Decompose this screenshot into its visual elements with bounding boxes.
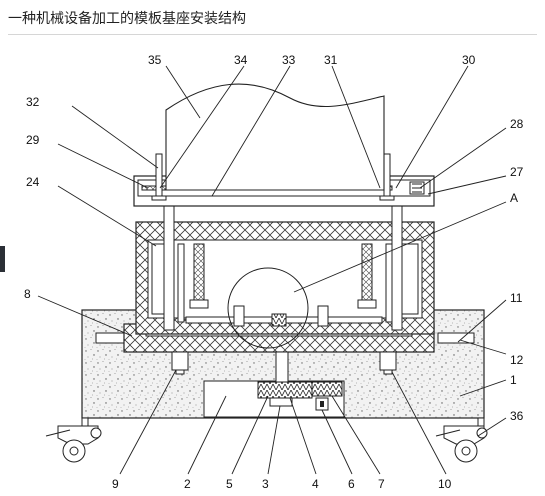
central-shaft — [275, 351, 289, 383]
label-2: 2 — [184, 477, 191, 491]
label-12: 12 — [510, 353, 524, 367]
part-labels: 35 34 33 31 30 32 28 29 27 24 A 8 11 12 … — [24, 53, 524, 491]
label-7: 7 — [378, 477, 385, 491]
caster-wheel-right — [435, 425, 488, 463]
springs — [189, 243, 377, 309]
label-1: 1 — [510, 373, 517, 387]
label-6: 6 — [348, 477, 355, 491]
label-10: 10 — [438, 477, 452, 491]
label-9: 9 — [112, 477, 119, 491]
label-32: 32 — [26, 95, 40, 109]
label-A: A — [510, 191, 518, 205]
label-28: 28 — [510, 117, 524, 131]
lead-screw — [185, 267, 383, 349]
label-35: 35 — [148, 53, 162, 67]
label-3: 3 — [262, 477, 269, 491]
label-31: 31 — [324, 53, 338, 67]
label-33: 33 — [282, 53, 296, 67]
label-30: 30 — [462, 53, 476, 67]
title-divider — [8, 34, 537, 35]
label-27: 27 — [510, 165, 524, 179]
page-title: 一种机械设备加工的模板基座安装结构 — [8, 11, 246, 27]
leader-lines — [37, 65, 507, 475]
caster-wheel-left — [45, 425, 102, 463]
label-5: 5 — [226, 477, 233, 491]
side-scroll-handle[interactable] — [0, 246, 5, 272]
gear-assembly — [257, 381, 343, 411]
label-4: 4 — [312, 477, 319, 491]
leg-posts — [81, 417, 485, 429]
label-8: 8 — [24, 287, 31, 301]
label-11: 11 — [510, 291, 523, 305]
label-34: 34 — [234, 53, 248, 67]
label-36: 36 — [510, 409, 524, 423]
slide-blocks — [171, 351, 397, 375]
template-sheet — [165, 83, 385, 191]
label-24: 24 — [26, 175, 40, 189]
label-29: 29 — [26, 133, 40, 147]
